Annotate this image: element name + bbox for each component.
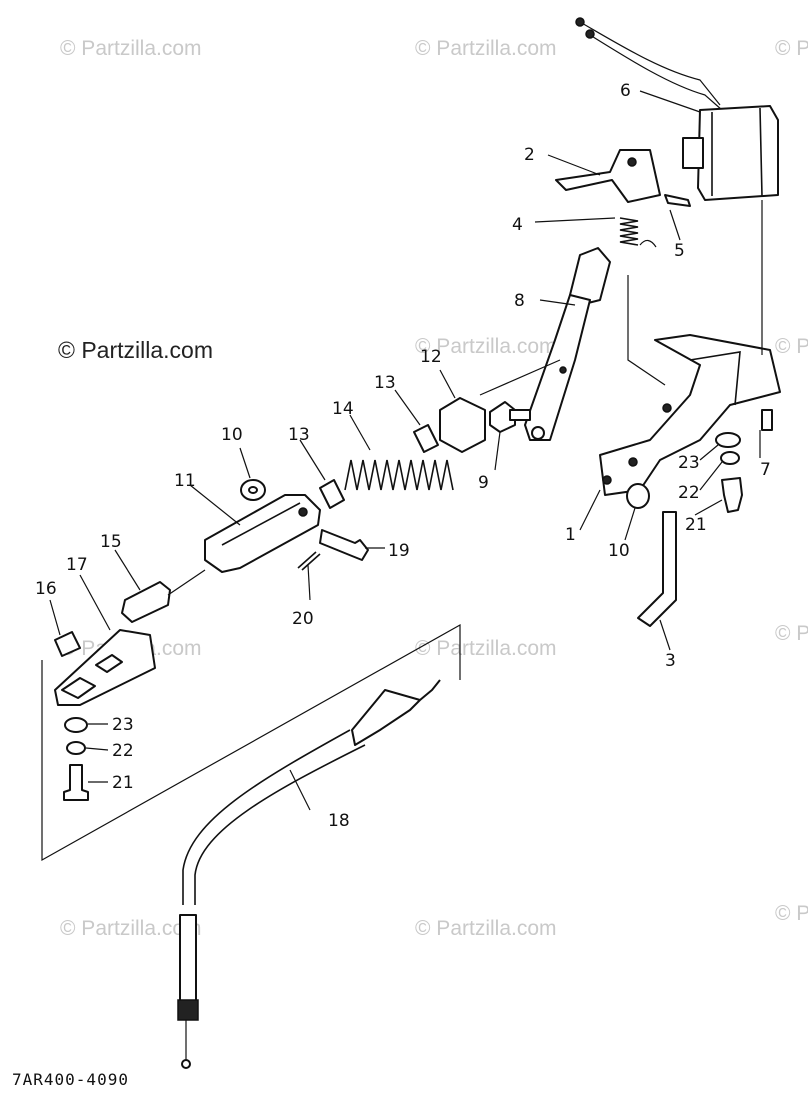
part-4-spring (619, 217, 639, 246)
callout-12: 12 (420, 347, 442, 367)
part-9-bolt (479, 359, 561, 433)
part-5-pin (639, 239, 657, 248)
part-20-cotter-pin (297, 551, 321, 571)
callout-19: 19 (388, 541, 410, 561)
callout-23: 23 (678, 453, 700, 473)
watermark-layer: © Partzilla.com © Partzilla.com © Partzi… (58, 37, 808, 940)
callout-13: 13 (374, 373, 396, 393)
callout-labels: 2 4 5 6 8 1 3 7 9 10 10 11 12 13 13 14 1… (35, 81, 771, 831)
part-13-clip (319, 479, 345, 509)
part-3-rod (637, 511, 677, 627)
callout-13: 13 (288, 425, 310, 445)
part-15-collar (121, 569, 206, 623)
part-18-cable (177, 679, 441, 1069)
callout-8: 8 (514, 291, 525, 311)
callout-14: 14 (332, 399, 354, 419)
callout-16: 16 (35, 579, 57, 599)
part-10-washer (240, 479, 266, 501)
part-13-clip (413, 424, 439, 453)
callout-5: 5 (674, 241, 685, 261)
watermark-text: © Partzilla.com (775, 335, 808, 358)
part-23-washer (715, 432, 741, 448)
watermark-text: © Partzilla.com (60, 917, 202, 940)
callout-20: 20 (292, 609, 314, 629)
callout-18: 18 (328, 811, 350, 831)
callout-1: 1 (565, 525, 576, 545)
assembly-outline (41, 623, 461, 862)
callout-10: 10 (608, 541, 630, 561)
part-17-bracket (54, 629, 156, 706)
callout-21: 21 (112, 773, 134, 793)
part-16-clip (54, 631, 81, 657)
callout-3: 3 (665, 651, 676, 671)
watermark-text: © Partzilla.com (60, 37, 202, 60)
part-6-solenoid (575, 17, 779, 201)
watermark-text: © Partzilla.com (775, 622, 808, 645)
part-12-block (439, 397, 486, 453)
callout-4: 4 (512, 215, 523, 235)
watermark-text: © Partzilla.com (415, 917, 557, 940)
diagram-reference-code: 7AR400-4090 (12, 1070, 129, 1089)
callout-21: 21 (685, 515, 707, 535)
callout-2: 2 (524, 145, 535, 165)
part-11-clevis (204, 494, 321, 573)
part-19-pin (319, 529, 369, 561)
leader-lines (49, 90, 761, 811)
callout-15: 15 (100, 532, 122, 552)
callout-10: 10 (221, 425, 243, 445)
part-22-lock-washer (720, 451, 740, 465)
watermark-text: © Partzilla.com (415, 37, 557, 60)
part-10-washer (626, 483, 650, 509)
watermark-text: © Partzilla.com (415, 637, 557, 660)
part-14-spring (344, 459, 454, 491)
watermark-text: © Partzilla.com (415, 335, 557, 358)
callout-22: 22 (678, 483, 700, 503)
callout-7: 7 (760, 460, 771, 480)
callout-9: 9 (478, 473, 489, 493)
part-21-bolt (63, 764, 89, 801)
callout-22: 22 (112, 741, 134, 761)
part-2-bracket (555, 149, 691, 207)
part-23-washer (64, 717, 88, 733)
callout-11: 11 (174, 471, 196, 491)
callout-23: 23 (112, 715, 134, 735)
part-1-main-bracket (599, 200, 781, 496)
callout-17: 17 (66, 555, 88, 575)
watermark-text: © Partzilla.com (775, 37, 808, 60)
watermark-text: © Partzilla.com (775, 902, 808, 925)
callout-6: 6 (620, 81, 631, 101)
watermark-main-text: © Partzilla.com (58, 337, 213, 363)
part-8-lever-arm (524, 247, 611, 441)
part-21-bolt (721, 477, 743, 513)
part-7-screw (761, 409, 773, 431)
part-22-lock-washer (66, 741, 86, 755)
